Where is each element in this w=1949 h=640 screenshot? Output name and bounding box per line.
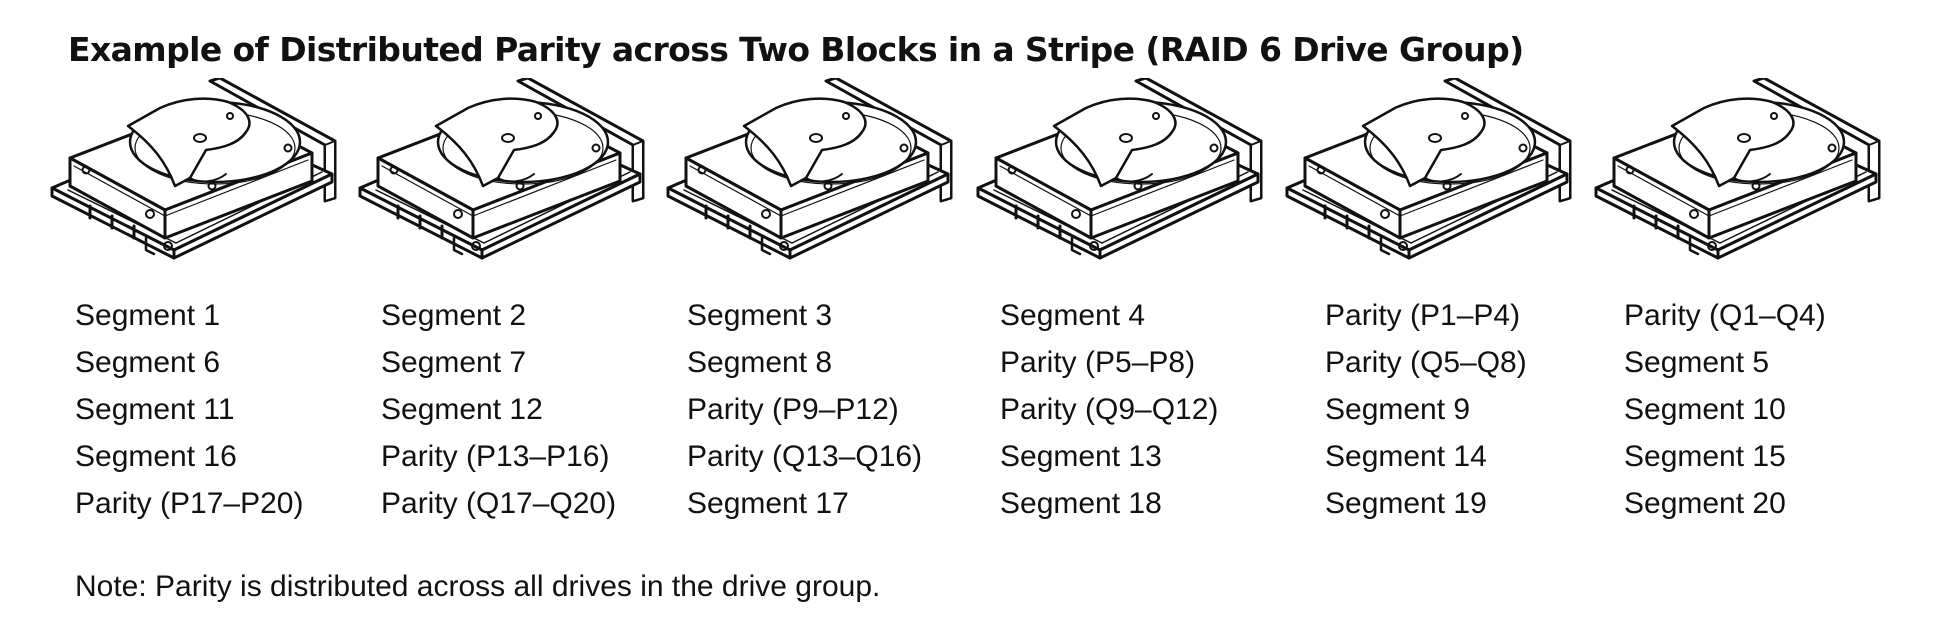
segment-label: Segment 3 (687, 299, 833, 332)
segment-label: Parity (P13–P16) (381, 440, 610, 473)
segment-label: Parity (P5–P8) (1000, 346, 1196, 379)
segments-row: Segment 1 Segment 6 Segment 11 Segment 1… (0, 292, 1949, 532)
drive-column-3: Segment 3 Segment 8 Parity (P9–P12) Pari… (687, 292, 987, 527)
segment-label: Segment 20 (1624, 487, 1786, 520)
hard-drive-icon (666, 78, 986, 288)
segment-label: Parity (Q5–Q8) (1325, 346, 1527, 379)
hard-drive-icon (50, 78, 370, 288)
segment-label: Segment 13 (1000, 440, 1162, 473)
drives-row (0, 78, 1949, 288)
segment-label: Segment 7 (381, 346, 527, 379)
segment-label: Segment 1 (75, 299, 221, 332)
segment-label: Parity (Q13–Q16) (687, 440, 923, 473)
segment-label: Parity (P1–P4) (1325, 299, 1521, 332)
segment-label: Segment 2 (381, 299, 527, 332)
segment-label: Segment 4 (1000, 299, 1146, 332)
segment-label: Segment 8 (687, 346, 833, 379)
segment-label: Segment 10 (1624, 393, 1786, 426)
segment-label: Segment 12 (381, 393, 543, 426)
segment-label: Segment 9 (1325, 393, 1471, 426)
segment-label: Parity (P17–P20) (75, 487, 304, 520)
segment-label: Segment 19 (1325, 487, 1487, 520)
drive-column-1: Segment 1 Segment 6 Segment 11 Segment 1… (75, 292, 375, 527)
segment-label: Parity (Q1–Q4) (1624, 299, 1826, 332)
segment-label: Segment 5 (1624, 346, 1770, 379)
segment-label: Segment 18 (1000, 487, 1162, 520)
hard-drive-icon (358, 78, 678, 288)
drive-column-5: Parity (P1–P4) Parity (Q5–Q8) Segment 9 … (1325, 292, 1625, 527)
hard-drive-icon (976, 78, 1296, 288)
segment-label: Segment 16 (75, 440, 237, 473)
footnote: Note: Parity is distributed across all d… (75, 570, 881, 603)
segment-label: Parity (Q17–Q20) (381, 487, 617, 520)
segment-label: Segment 15 (1624, 440, 1786, 473)
segment-label: Segment 17 (687, 487, 849, 520)
hard-drive-icon (1285, 78, 1605, 288)
segment-label: Parity (P9–P12) (687, 393, 899, 426)
segment-label: Segment 11 (75, 393, 235, 426)
segment-label: Segment 14 (1325, 440, 1487, 473)
segment-label: Parity (Q9–Q12) (1000, 393, 1219, 426)
drive-column-6: Parity (Q1–Q4) Segment 5 Segment 10 Segm… (1624, 292, 1924, 527)
segment-label: Segment 6 (75, 346, 221, 379)
drive-column-2: Segment 2 Segment 7 Segment 12 Parity (P… (381, 292, 681, 527)
diagram-title: Example of Distributed Parity across Two… (68, 30, 1524, 69)
drive-column-4: Segment 4 Parity (P5–P8) Parity (Q9–Q12)… (1000, 292, 1300, 527)
hard-drive-icon (1594, 78, 1914, 288)
